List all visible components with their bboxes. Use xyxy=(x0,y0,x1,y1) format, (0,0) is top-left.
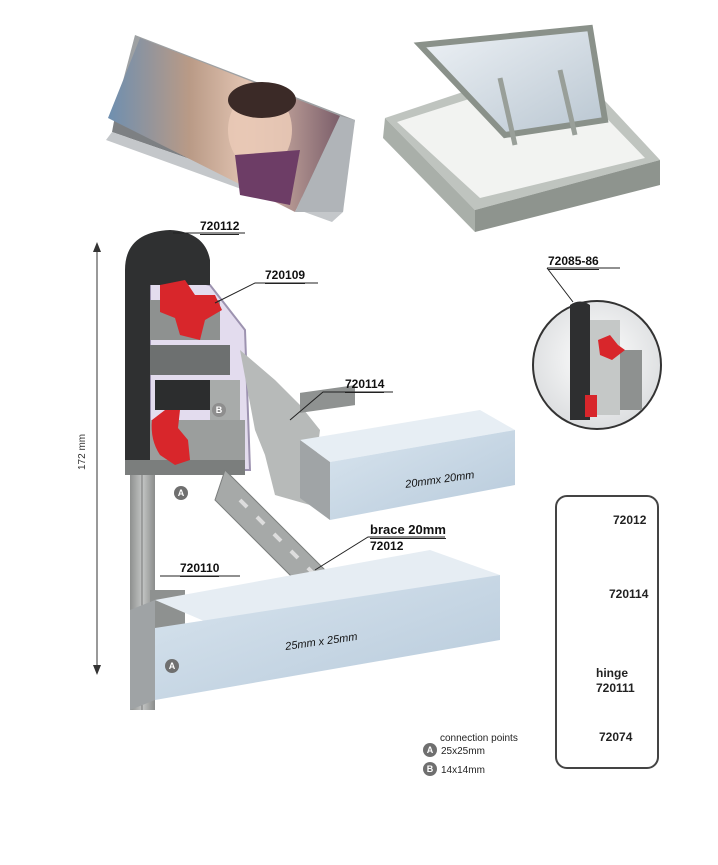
open-frame-illustration xyxy=(383,24,660,232)
lightbox-illustration xyxy=(106,35,355,222)
legend-text-a: 25x25mm xyxy=(441,746,485,757)
detail-magnifier xyxy=(532,300,662,430)
height-dimension-label: 172 mm xyxy=(77,433,88,470)
legend-badge-b: B xyxy=(423,762,437,776)
label-72085-86: 72085-86 xyxy=(548,254,599,270)
label-720112: 720112 xyxy=(200,219,240,235)
legend-title: connection points xyxy=(440,733,518,744)
connection-badge-a-lower: A xyxy=(165,659,179,673)
legend-text-b: 14x14mm xyxy=(441,765,485,776)
label-brace-code: 72012 xyxy=(370,539,404,553)
lower-tube-25mm xyxy=(130,550,500,710)
parts-panel xyxy=(555,495,659,769)
height-dimension-line xyxy=(93,242,101,675)
part-label-72074: 72074 xyxy=(599,730,633,744)
part-label-hinge: hinge xyxy=(596,666,628,680)
connection-badge-a-upper: A xyxy=(174,486,188,500)
label-720114: 720114 xyxy=(345,377,385,393)
connection-badge-b: B xyxy=(212,403,226,417)
legend-badge-a: A xyxy=(423,743,437,757)
part-label-720114: 720114 xyxy=(609,587,649,601)
part-label-720111: 720111 xyxy=(596,681,635,695)
part-label-72012: 72012 xyxy=(613,513,647,527)
label-720109: 720109 xyxy=(265,268,306,284)
label-720110: 720110 xyxy=(180,561,220,577)
upper-tube-20mm xyxy=(300,385,515,520)
label-brace: brace 20mm xyxy=(370,522,446,539)
